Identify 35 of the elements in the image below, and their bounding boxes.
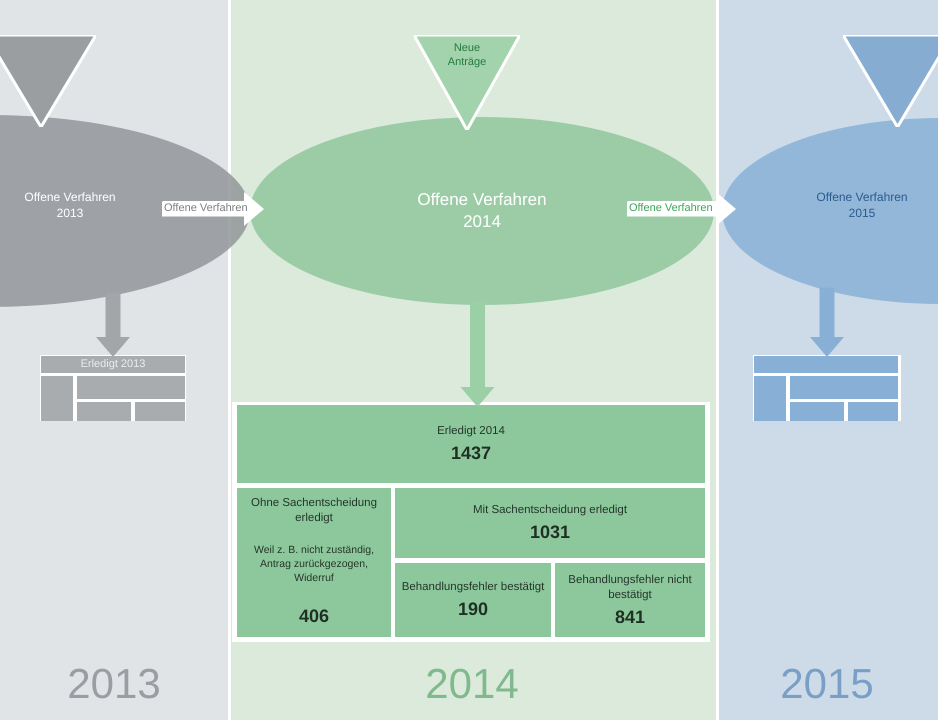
ellipse-label: Offene Verfahren 2015 — [815, 189, 909, 221]
ellipse-label: Offene Verfahren 2013 — [23, 189, 117, 221]
year-label: 2014 — [425, 660, 519, 708]
block-arrow — [460, 302, 494, 407]
block-arrow — [627, 192, 736, 226]
result-cell — [395, 488, 705, 558]
result-cell — [395, 563, 551, 637]
block-arrow — [96, 292, 130, 357]
result-cell — [237, 405, 705, 483]
block-arrow — [162, 192, 264, 226]
result-table — [40, 355, 186, 421]
cell-heading: Mit Sachentscheidung erledigt — [472, 503, 628, 518]
result-table — [753, 355, 901, 421]
cell-value: 190 — [458, 599, 488, 620]
cell-value: 1031 — [530, 522, 570, 543]
result-cell — [237, 488, 391, 637]
block-arrow — [810, 288, 844, 357]
cell-value: 841 — [614, 606, 646, 628]
cell-value: 1437 — [450, 443, 492, 464]
cell-heading: Ohne Sachentscheidung erledigt — [250, 496, 378, 526]
cell-heading: Behandlungsfehler nicht bestätigt — [567, 572, 693, 602]
cell-heading: Erledigt 2014 — [437, 424, 505, 439]
cell-heading: Behandlungsfehler bestätigt — [402, 580, 544, 595]
ellipse-label: Offene Verfahren 2014 — [416, 189, 548, 233]
result-cell — [555, 563, 705, 637]
year-label: 2015 — [780, 660, 874, 708]
inflow-triangle — [0, 35, 96, 127]
cell-value: 406 — [298, 606, 330, 627]
table-header: Erledigt 2013 — [41, 356, 185, 373]
process-ellipse — [250, 117, 715, 305]
inflow-triangle — [843, 35, 938, 127]
triangle-label: Neue Anträge — [446, 41, 488, 69]
year-label: 2013 — [67, 660, 161, 708]
inflow-triangle — [414, 35, 520, 130]
cell-note: Weil z. B. nicht zuständig, Antrag zurückgezogen, Widerruf — [252, 543, 376, 585]
